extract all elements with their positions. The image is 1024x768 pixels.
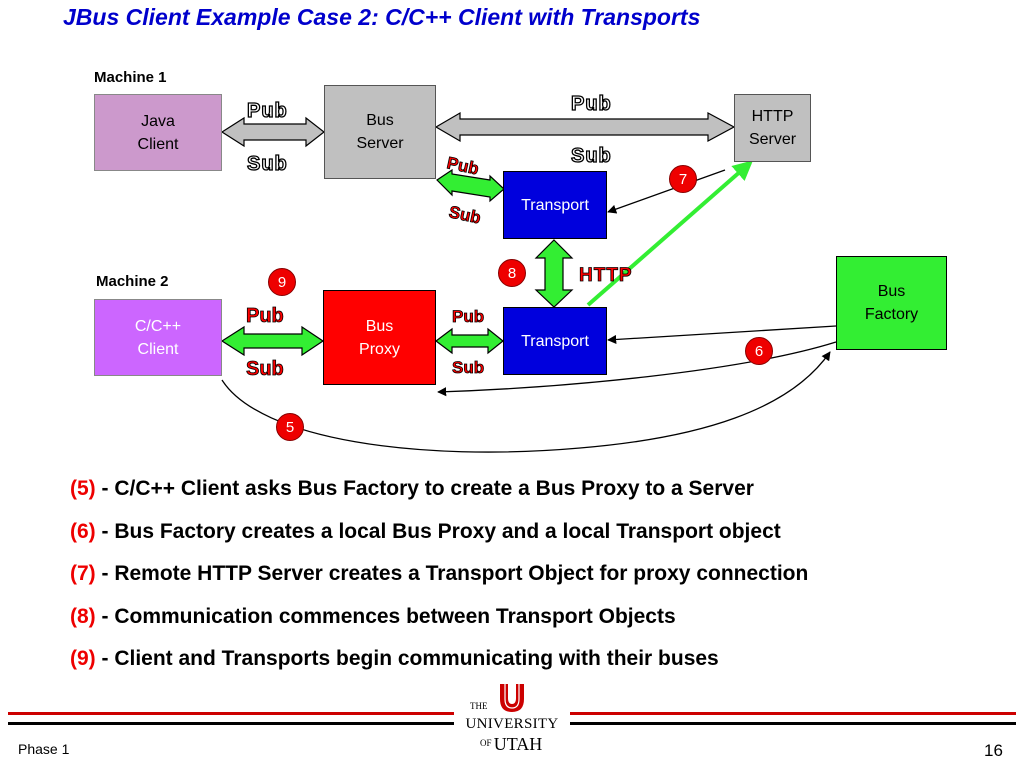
sub-label-busproxy: Sub bbox=[452, 358, 484, 377]
footer-red-line-right bbox=[570, 712, 1016, 715]
bus-server-box: Bus Server bbox=[324, 85, 436, 179]
gray-double-arrow-busserver-http bbox=[434, 111, 736, 143]
step-number: (7) bbox=[70, 562, 96, 585]
cpp-client-box: C/C++ Client bbox=[94, 299, 222, 376]
arrow-http-to-transport bbox=[607, 169, 726, 214]
step-text: - C/C++ Client asks Bus Factory to creat… bbox=[95, 477, 754, 500]
sub-label-cppclient: Sub bbox=[246, 358, 284, 380]
step-6: (6) - Bus Factory creates a local Bus Pr… bbox=[70, 517, 1010, 560]
transport-bottom-box: Transport bbox=[503, 307, 607, 375]
steps-list: (5) - C/C++ Client asks Bus Factory to c… bbox=[70, 474, 1010, 687]
logo-of: OF bbox=[480, 738, 492, 748]
badge-7: 7 bbox=[669, 165, 697, 193]
logo-university: UNIVERSITY bbox=[466, 716, 559, 732]
bus-factory-box: Bus Factory bbox=[836, 256, 947, 350]
footer-phase-label: Phase 1 bbox=[18, 741, 70, 757]
step-5: (5) - C/C++ Client asks Bus Factory to c… bbox=[70, 474, 1010, 517]
step-9: (9) - Client and Transports begin commun… bbox=[70, 644, 1010, 687]
green-line-to-http-server bbox=[586, 160, 754, 307]
step-number: (9) bbox=[70, 647, 96, 670]
university-of-utah-logo: THE UNIVERSITY OF UTAH bbox=[466, 684, 559, 754]
sub-label-http: Sub bbox=[571, 145, 612, 167]
arrow-factory-to-busproxy bbox=[437, 341, 837, 397]
sub-label-java: Sub bbox=[247, 153, 288, 175]
gray-double-arrow-java-busserver bbox=[220, 116, 325, 148]
footer-black-line-right bbox=[570, 722, 1016, 725]
footer-black-line-left bbox=[8, 722, 454, 725]
green-double-arrow-cppclient-busproxy bbox=[220, 325, 325, 357]
step-number: (8) bbox=[70, 604, 96, 628]
step-text: - Client and Transports begin communicat… bbox=[95, 647, 719, 670]
step-text: - Communication commences between Transp… bbox=[95, 604, 676, 628]
pub-label-busproxy: Pub bbox=[452, 307, 484, 326]
java-client-box: Java Client bbox=[94, 94, 222, 171]
green-vertical-double-arrow-transports bbox=[534, 239, 574, 308]
http-server-box: HTTP Server bbox=[734, 94, 811, 162]
step-number: (5) bbox=[70, 477, 96, 500]
transport-top-box: Transport bbox=[503, 171, 607, 239]
pub-label-java: Pub bbox=[247, 100, 288, 122]
step-text: - Bus Factory creates a local Bus Proxy … bbox=[95, 519, 781, 543]
bus-proxy-box: Bus Proxy bbox=[323, 290, 436, 385]
footer-red-line-left bbox=[8, 712, 454, 715]
green-double-arrow-busproxy-transport bbox=[435, 327, 504, 355]
http-label: HTTP bbox=[579, 265, 633, 286]
badge-9: 9 bbox=[268, 268, 296, 296]
step-8: (8) - Communication commences between Tr… bbox=[70, 602, 1010, 645]
badge-5: 5 bbox=[276, 413, 304, 441]
machine-2-label: Machine 2 bbox=[96, 273, 169, 290]
slide-title: JBus Client Example Case 2: C/C++ Client… bbox=[63, 4, 701, 30]
step-number: (6) bbox=[70, 519, 96, 543]
machine-1-label: Machine 1 bbox=[94, 69, 167, 86]
sub-label-transport-top: Sub bbox=[447, 202, 482, 227]
badge-8: 8 bbox=[498, 259, 526, 287]
pub-label-http: Pub bbox=[571, 93, 612, 115]
step-text: - Remote HTTP Server creates a Transport… bbox=[95, 562, 809, 585]
step-7: (7) - Remote HTTP Server creates a Trans… bbox=[70, 559, 1010, 602]
logo-utah: UTAH bbox=[494, 734, 543, 754]
badge-6: 6 bbox=[745, 337, 773, 365]
pub-label-cppclient: Pub bbox=[246, 305, 284, 327]
arrow-factory-to-transport bbox=[607, 325, 837, 345]
page-number: 16 bbox=[984, 741, 1003, 760]
logo-the: THE bbox=[470, 701, 488, 711]
